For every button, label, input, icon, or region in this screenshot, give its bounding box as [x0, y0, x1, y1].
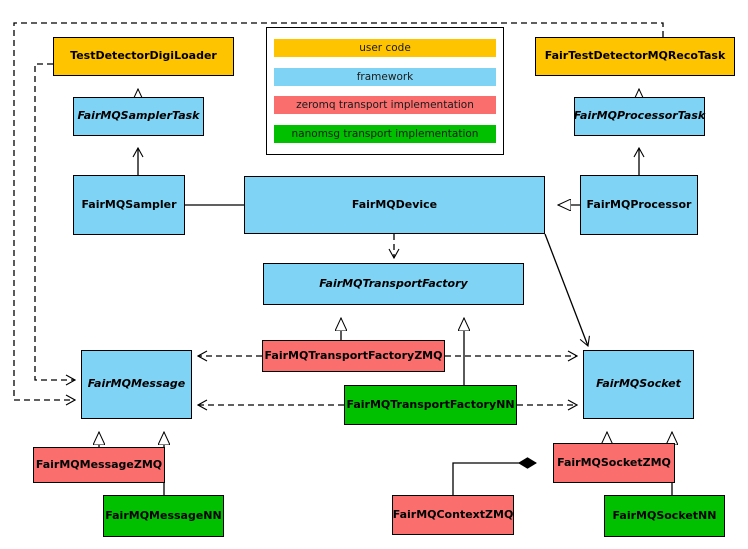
edge-device-socket [544, 233, 588, 346]
class-label: FairMQMessageNN [105, 508, 222, 522]
legend-label-user-code: user code [359, 42, 411, 55]
legend-item-user-code: user code [274, 39, 496, 58]
legend-item-zeromq: zeromq transport implementation [274, 96, 496, 115]
class-label: FairMQMessage [87, 377, 186, 391]
class-node-fairmqsamplertask[interactable]: FairMQSamplerTask [73, 97, 204, 136]
class-label: TestDetectorDigiLoader [70, 49, 217, 63]
class-node-fairmqsocketzmq[interactable]: FairMQSocketZMQ [553, 443, 675, 483]
class-node-fairtestdetectormqrecotask[interactable]: FairTestDetectorMQRecoTask [535, 37, 735, 76]
class-node-fairmqsocketnn[interactable]: FairMQSocketNN [604, 495, 725, 537]
class-label: FairMQTransportFactoryZMQ [264, 348, 443, 362]
class-node-fairmqtransportfactoryzmq[interactable]: FairMQTransportFactoryZMQ [262, 340, 445, 372]
class-label: FairMQSocketNN [612, 508, 717, 522]
legend-label-zeromq: zeromq transport implementation [296, 99, 474, 112]
class-label: FairMQTransportFactoryNN [346, 397, 515, 411]
class-label: FairMQSocketZMQ [557, 455, 671, 469]
class-node-fairmqmessagenn[interactable]: FairMQMessageNN [103, 495, 224, 537]
class-label: FairMQSampler [81, 197, 177, 211]
class-node-fairmqtransportfactory[interactable]: FairMQTransportFactory [263, 263, 524, 305]
class-node-fairmqsampler[interactable]: FairMQSampler [73, 175, 185, 235]
legend-item-framework: framework [274, 67, 496, 86]
class-label: FairMQMessageZMQ [35, 457, 163, 471]
class-label: FairMQProcessorTask [573, 109, 706, 123]
class-label: FairTestDetectorMQRecoTask [544, 49, 726, 63]
class-label: FairMQContextZMQ [392, 507, 514, 521]
class-label: FairMQSamplerTask [77, 109, 200, 123]
class-node-fairmqsocket[interactable]: FairMQSocket [583, 350, 694, 419]
edge-contextzmq-socketzmq [452, 463, 536, 495]
class-node-fairmqtransportfactorynn[interactable]: FairMQTransportFactoryNN [344, 385, 517, 425]
class-label: FairMQSocket [596, 377, 681, 391]
class-node-fairmqmessagezmq[interactable]: FairMQMessageZMQ [33, 447, 165, 483]
class-node-fairmqcontextzmq[interactable]: FairMQContextZMQ [392, 495, 514, 535]
class-node-testdetectordigiloader[interactable]: TestDetectorDigiLoader [53, 37, 234, 76]
class-label: FairMQDevice [351, 197, 438, 211]
legend: user code framework zeromq transport imp… [266, 27, 504, 155]
class-node-fairmqmessage[interactable]: FairMQMessage [81, 350, 192, 419]
class-node-fairmqdevice[interactable]: FairMQDevice [244, 176, 545, 234]
legend-item-nanomsg: nanomsg transport implementation [274, 124, 496, 143]
edge-digiloader-message [34, 63, 75, 380]
class-node-fairmqprocessor[interactable]: FairMQProcessor [580, 175, 698, 235]
legend-label-nanomsg: nanomsg transport implementation [291, 127, 479, 140]
class-node-fairmqprocessortask[interactable]: FairMQProcessorTask [574, 97, 705, 136]
class-label: FairMQProcessor [586, 197, 692, 211]
legend-label-framework: framework [356, 70, 414, 83]
class-label: FairMQTransportFactory [319, 276, 468, 290]
